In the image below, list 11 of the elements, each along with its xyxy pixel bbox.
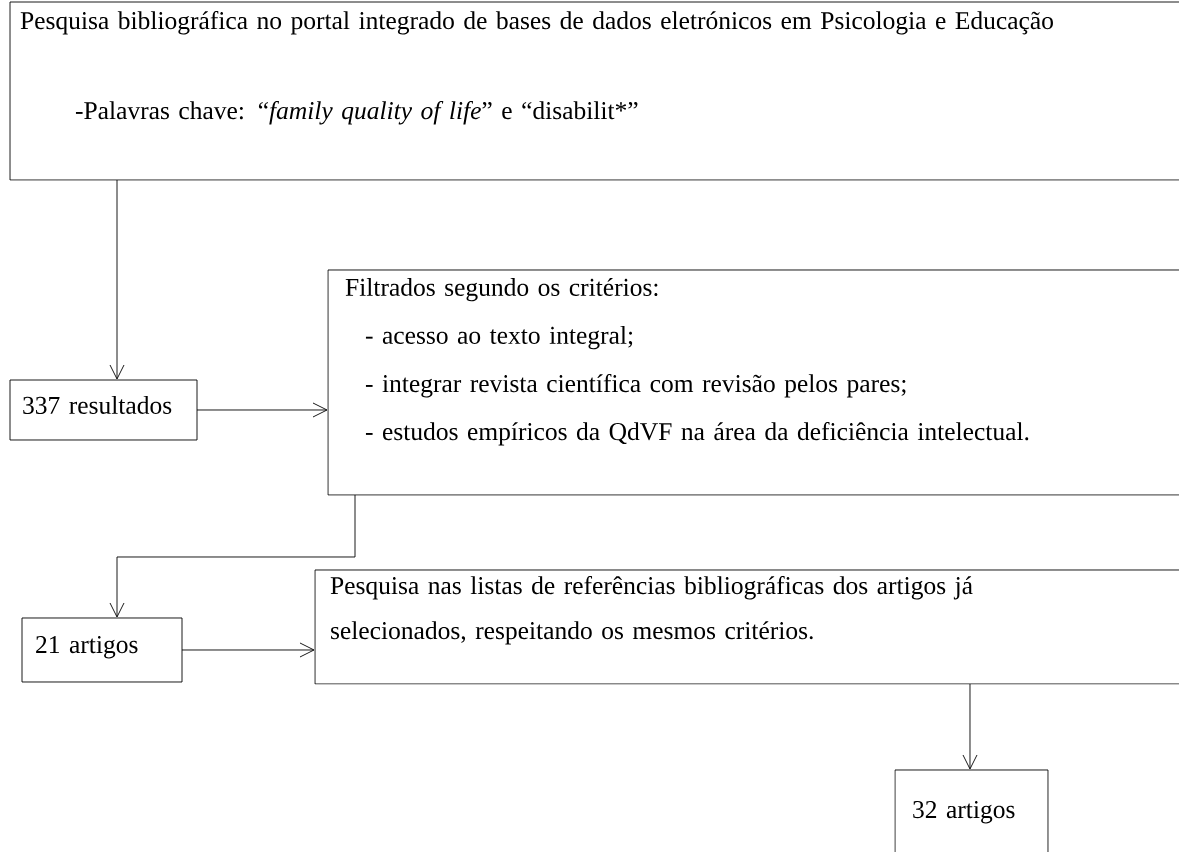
process-box: Filtrados segundo os critérios: - acesso ao texto integral; - integrar revista científica com revisão pelos pares; - estudos empíricos da QdVF na área da deficiência intelectual.	[327, 269, 1179, 496]
process-box: 32 artigos	[894, 769, 1049, 852]
arrow	[196, 402, 328, 418]
arrow	[109, 179, 125, 380]
arrow	[109, 494, 356, 618]
process-box: Pesquisa nas listas de referências bibliográficas dos artigos já selecionados, respeitando os mesmos critérios.	[314, 569, 1179, 685]
arrow	[962, 683, 978, 770]
process-box: Pesquisa bibliográfica no portal integrado de bases de dados eletrónicos em Psicologia e Educação -Palavras chave: “family quality of life” e “disabilit*”	[9, 1, 1179, 181]
process-box: 337 resultados	[9, 379, 198, 441]
process-box: 21 artigos	[21, 617, 183, 683]
arrow	[181, 642, 315, 658]
